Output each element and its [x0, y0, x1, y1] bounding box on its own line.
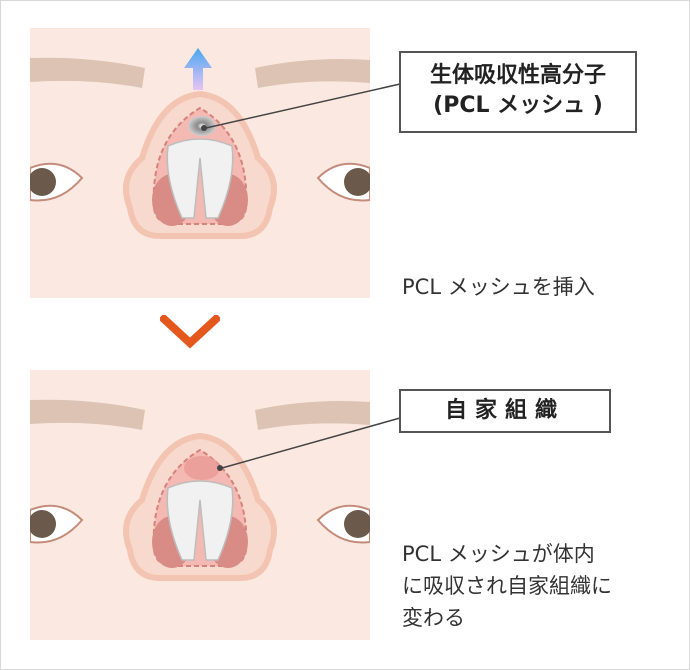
pcl-label-line2: (PCL メッシュ ) [433, 93, 603, 118]
pcl-label-line1: 生体吸収性高分子 [429, 63, 606, 88]
cartilage [166, 480, 234, 561]
left-iris [30, 168, 56, 196]
caption-absorbed: PCL メッシュが体内 に吸収され自家組織に 変わる [402, 538, 682, 634]
cartilage [166, 138, 234, 219]
left-iris [30, 510, 56, 538]
nose-illustration-after [30, 399, 370, 581]
autologous-tissue-label: 自家組織 [399, 389, 611, 433]
chevron-down-icon [160, 315, 220, 349]
caption-absorbed-line3: 変わる [402, 606, 465, 630]
autologous-tissue [184, 456, 220, 480]
lift-arrow-icon [184, 48, 212, 90]
left-brow [30, 399, 145, 430]
right-iris [344, 510, 370, 538]
nose-illustration-before [30, 48, 370, 239]
caption-absorbed-line2: に吸収され自家組織に [402, 574, 612, 598]
right-brow [255, 59, 370, 88]
panel-before [30, 28, 370, 298]
pcl-mesh-label: 生体吸収性高分子 (PCL メッシュ ) [399, 51, 637, 133]
panel-after [30, 370, 370, 640]
caption-absorbed-line1: PCL メッシュが体内 [402, 542, 595, 566]
right-brow [255, 401, 370, 430]
pcl-mesh [188, 116, 216, 136]
left-brow [30, 57, 145, 88]
caption-insert-mesh: PCL メッシュを挿入 [402, 275, 595, 299]
right-iris [344, 168, 370, 196]
